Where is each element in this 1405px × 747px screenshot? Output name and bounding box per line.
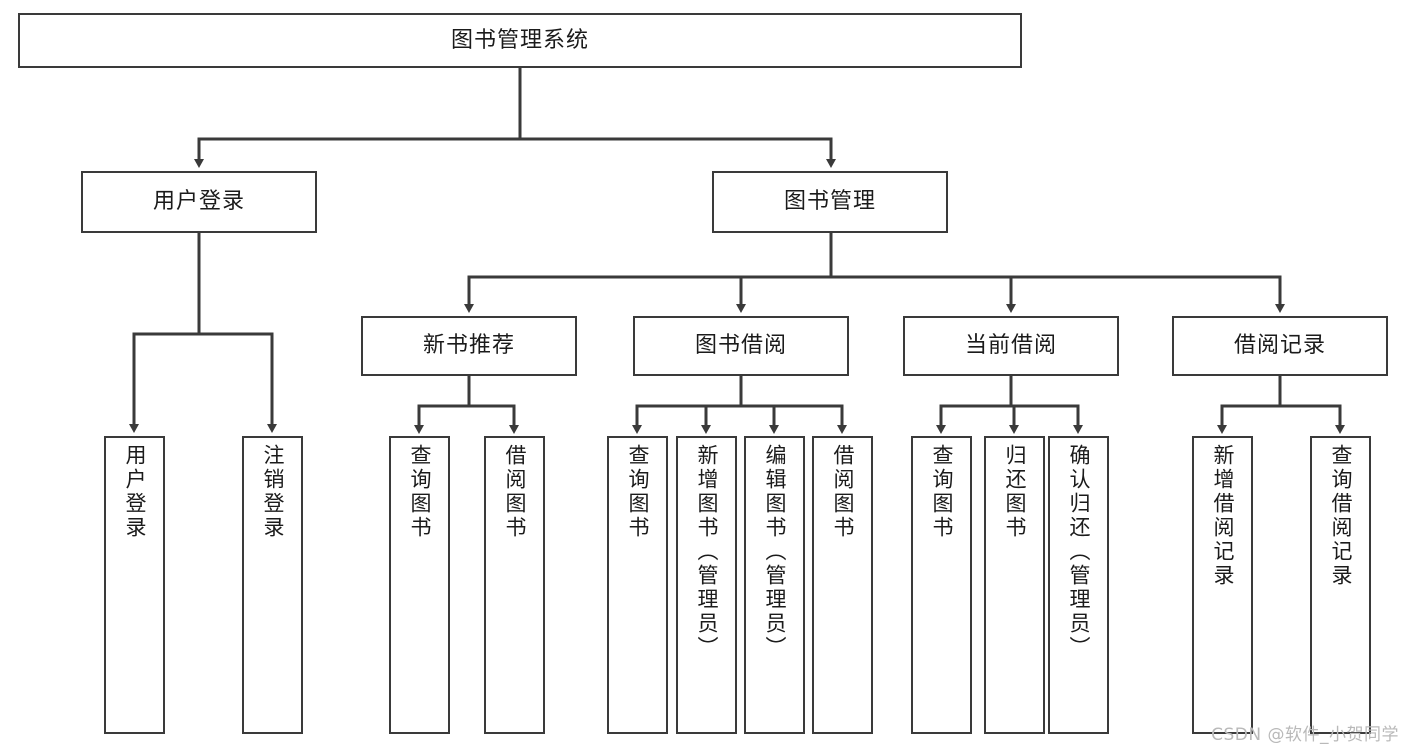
node-borrow-record[interactable]: 借阅记录 <box>1172 316 1388 376</box>
node-leaf-return-book-label: 归还图书 <box>1003 444 1027 540</box>
node-root-label: 图书管理系统 <box>450 27 589 53</box>
node-leaf-borrow-book-1-label: 借阅图书 <box>503 444 527 540</box>
node-leaf-return-book[interactable]: 归还图书 <box>984 436 1045 734</box>
node-leaf-add-book[interactable]: 新增图书（管理员） <box>676 436 737 734</box>
node-leaf-add-record[interactable]: 新增借阅记录 <box>1192 436 1253 734</box>
node-leaf-user-logout[interactable]: 注销登录 <box>242 436 303 734</box>
node-leaf-confirm-return[interactable]: 确认归还（管理员） <box>1048 436 1109 734</box>
node-leaf-query-book-1-label: 查询图书 <box>408 444 432 540</box>
node-current-borrow[interactable]: 当前借阅 <box>903 316 1119 376</box>
node-user-login-label: 用户登录 <box>152 189 245 215</box>
node-leaf-edit-book[interactable]: 编辑图书（管理员） <box>744 436 805 734</box>
node-current-borrow-label: 当前借阅 <box>964 333 1057 359</box>
node-new-book-recommend-label: 新书推荐 <box>422 333 515 359</box>
node-leaf-query-book-3-label: 查询图书 <box>930 444 954 540</box>
node-leaf-edit-book-label: 编辑图书（管理员） <box>763 444 787 660</box>
node-book-borrow-label: 图书借阅 <box>694 333 787 359</box>
node-leaf-add-record-label: 新增借阅记录 <box>1211 444 1235 588</box>
node-book-manage-label: 图书管理 <box>783 189 876 215</box>
node-leaf-query-book-2[interactable]: 查询图书 <box>607 436 668 734</box>
node-leaf-borrow-book-2-label: 借阅图书 <box>831 444 855 540</box>
node-leaf-query-record[interactable]: 查询借阅记录 <box>1310 436 1371 734</box>
node-leaf-query-book-2-label: 查询图书 <box>626 444 650 540</box>
node-leaf-query-record-label: 查询借阅记录 <box>1329 444 1353 588</box>
node-leaf-borrow-book-1[interactable]: 借阅图书 <box>484 436 545 734</box>
node-leaf-query-book-3[interactable]: 查询图书 <box>911 436 972 734</box>
node-leaf-query-book-1[interactable]: 查询图书 <box>389 436 450 734</box>
node-borrow-record-label: 借阅记录 <box>1233 333 1326 359</box>
node-leaf-user-login[interactable]: 用户登录 <box>104 436 165 734</box>
node-book-manage[interactable]: 图书管理 <box>712 171 948 233</box>
node-leaf-user-logout-label: 注销登录 <box>261 444 285 540</box>
node-leaf-add-book-label: 新增图书（管理员） <box>695 444 719 660</box>
node-new-book-recommend[interactable]: 新书推荐 <box>361 316 577 376</box>
node-root[interactable]: 图书管理系统 <box>18 13 1022 68</box>
node-leaf-borrow-book-2[interactable]: 借阅图书 <box>812 436 873 734</box>
node-leaf-user-login-label: 用户登录 <box>123 444 147 540</box>
node-leaf-confirm-return-label: 确认归还（管理员） <box>1067 444 1091 660</box>
node-book-borrow[interactable]: 图书借阅 <box>633 316 849 376</box>
node-user-login[interactable]: 用户登录 <box>81 171 317 233</box>
